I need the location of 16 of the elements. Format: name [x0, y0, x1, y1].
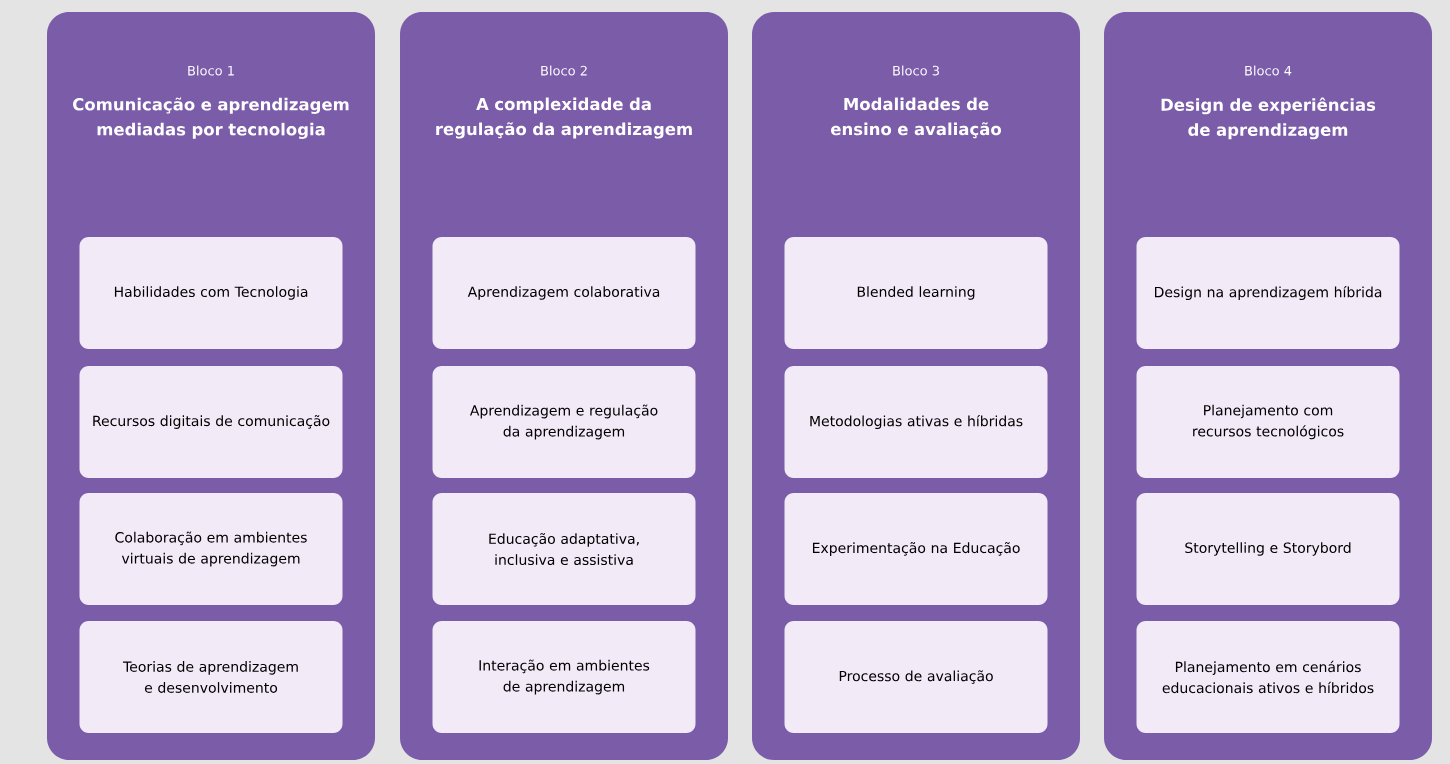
topic-box: Aprendizagem e regulação da aprendizagem [432, 366, 696, 478]
topic-box: Processo de avaliação [784, 621, 1048, 733]
topic-box: Colaboração em ambientes virtuais de aprendizagem [79, 493, 343, 605]
topic-box: Interação em ambientes de aprendizagem [432, 621, 696, 733]
topic-box: Planejamento em cenários educacionais ativos e híbridos [1136, 621, 1400, 733]
topic-box: Planejamento com recursos tecnológicos [1136, 366, 1400, 478]
topic-box: Aprendizagem colaborativa [432, 237, 696, 349]
topic-box: Habilidades com Tecnologia [79, 237, 343, 349]
topic-box: Educação adaptativa, inclusiva e assistiva [432, 493, 696, 605]
topic-box: Design na aprendizagem híbrida [1136, 237, 1400, 349]
topic-box: Blended learning [784, 237, 1048, 349]
topic-box: Recursos digitais de comunicação [79, 366, 343, 478]
topic-box: Metodologias ativas e híbridas [784, 366, 1048, 478]
topic-box: Teorias de aprendizagem e desenvolvimento [79, 621, 343, 733]
topic-box: Storytelling e Storybord [1136, 493, 1400, 605]
topic-box: Experimentação na Educação [784, 493, 1048, 605]
